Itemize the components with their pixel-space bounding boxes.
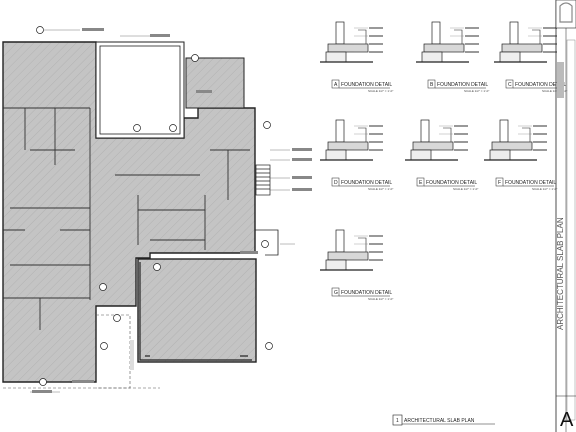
plan-title-number: 1 bbox=[396, 418, 399, 424]
interior-walls bbox=[3, 107, 250, 330]
plan-title: 1 ARCHITECTURAL SLAB PLAN bbox=[392, 414, 495, 426]
detail-letter: E bbox=[419, 180, 423, 186]
detail-scale: SCALE 1/2" = 1'-0" bbox=[368, 89, 393, 93]
detail-title: FOUNDATION DETAIL bbox=[426, 180, 477, 186]
detail-letter: B bbox=[430, 82, 434, 88]
floor-plan bbox=[2, 26, 312, 393]
detail-letter: C bbox=[508, 82, 512, 88]
detail-title: FOUNDATION DETAIL bbox=[341, 290, 392, 296]
detail-scale: SCALE 1/2" = 1'-0" bbox=[453, 187, 478, 191]
garage-walls bbox=[139, 262, 252, 361]
detail-title: FOUNDATION DETAIL bbox=[505, 180, 556, 186]
callout-text bbox=[32, 28, 312, 393]
detail-scale: SCALE 1/2" = 1'-0" bbox=[542, 89, 567, 93]
detail-scale: SCALE 1/2" = 1'-0" bbox=[464, 89, 489, 93]
exterior-stair bbox=[255, 164, 271, 196]
detail-scale: SCALE 1/2" = 1'-0" bbox=[532, 187, 557, 191]
plan-title-text: ARCHITECTURAL SLAB PLAN bbox=[404, 418, 475, 424]
detail-title: FOUNDATION DETAIL bbox=[437, 82, 488, 88]
courtyard bbox=[95, 41, 185, 139]
mech-room-slab bbox=[185, 57, 245, 109]
detail-scale: SCALE 1/2" = 1'-0" bbox=[368, 297, 393, 301]
detail-letter: F bbox=[498, 180, 501, 186]
detail-letter: G bbox=[334, 290, 338, 296]
detail-scale: SCALE 1/2" = 1'-0" bbox=[368, 187, 393, 191]
grid-markers bbox=[36, 26, 273, 386]
sheet-number: A bbox=[560, 409, 574, 431]
right-entry-step bbox=[255, 229, 279, 256]
detail-title: FOUNDATION DETAIL bbox=[515, 82, 566, 88]
garage-slab bbox=[137, 258, 257, 363]
title-block: ARCHITECTURAL SLAB PLAN A bbox=[555, 0, 576, 432]
detail-title: FOUNDATION DETAIL bbox=[341, 82, 392, 88]
detail-title: FOUNDATION DETAIL bbox=[341, 180, 392, 186]
detail-letter: A bbox=[334, 82, 338, 88]
title-block-sheet-title: ARCHITECTURAL SLAB PLAN bbox=[556, 217, 565, 330]
detail-letter: D bbox=[334, 180, 338, 186]
